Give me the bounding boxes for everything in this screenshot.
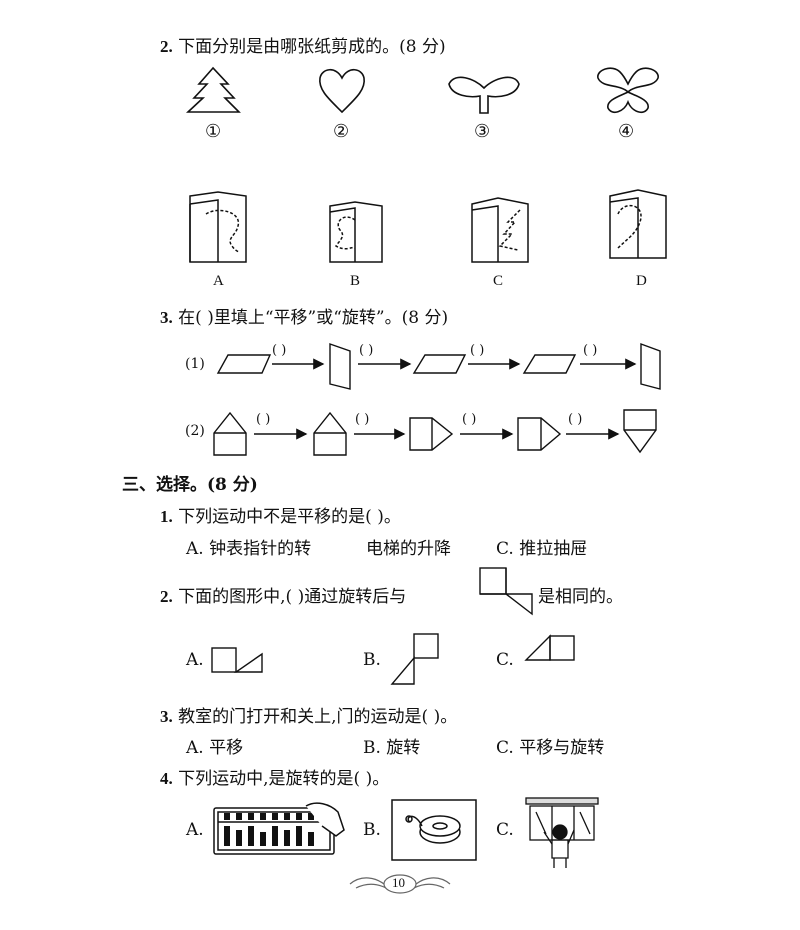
shape-label-2: ② xyxy=(333,121,350,142)
house-1 xyxy=(213,411,247,456)
blank-1-3[interactable]: ( ) xyxy=(470,343,485,358)
q3-number: 3. xyxy=(160,308,173,327)
option-c-figure xyxy=(524,634,575,661)
s3-q2-text-after: 是相同的。 xyxy=(538,587,623,607)
parallelogram-2 xyxy=(329,343,351,390)
s3-q4-text: 下列运动中,是旋转的是( )。 xyxy=(178,769,390,789)
parallelogram-4 xyxy=(522,354,577,374)
s3-q3-title: 3. 教室的门打开和关上,门的运动是( )。 xyxy=(160,702,457,727)
s3-q1-option-b[interactable]: 电梯的升降 xyxy=(366,539,451,559)
blank-1-2[interactable]: ( ) xyxy=(359,343,374,358)
paper-label-b: B xyxy=(350,273,361,289)
tree-shape xyxy=(185,66,241,113)
s3-q3-option-c[interactable]: C. 平移与旋转 xyxy=(496,738,605,758)
sprout-shape xyxy=(448,76,520,114)
paper-d xyxy=(609,189,667,259)
abacus-picture xyxy=(213,802,345,855)
shape-label-4: ④ xyxy=(618,121,635,142)
option-a-figure xyxy=(211,647,263,673)
butterfly-shape xyxy=(597,67,659,114)
q2-cut-shapes xyxy=(185,66,659,114)
reference-figure xyxy=(479,567,533,616)
blank-1-1[interactable]: ( ) xyxy=(272,343,287,358)
paper-b xyxy=(329,201,383,263)
house-5 xyxy=(623,409,657,454)
s3-q3-option-b[interactable]: B. 旋转 xyxy=(363,738,421,758)
s3-q2-option-b[interactable]: B. xyxy=(363,650,381,670)
s3-q2-option-a[interactable]: A. xyxy=(186,650,204,670)
q2-title: 2. 下面分别是由哪张纸剪成的。(8 分) xyxy=(160,32,446,57)
yoyo-picture xyxy=(391,799,477,861)
house-3 xyxy=(409,417,454,451)
s3-q2-title: 2. 下面的图形中,( )通过旋转后与 xyxy=(160,582,406,607)
q3-sequences xyxy=(213,342,661,456)
parallelogram-3 xyxy=(412,354,467,374)
s3-q2-text-before: 下面的图形中,( )通过旋转后与 xyxy=(178,587,407,607)
s3-q4-option-c[interactable]: C. xyxy=(496,820,514,840)
window-child-picture xyxy=(525,797,599,868)
s3-q4-option-a[interactable]: A. xyxy=(186,820,204,840)
blank-2-4[interactable]: ( ) xyxy=(568,412,583,427)
house-2 xyxy=(313,411,347,456)
paper-c xyxy=(471,197,529,263)
option-b-figure xyxy=(390,633,439,685)
s3-q2-figures xyxy=(211,567,575,685)
q2-folded-papers xyxy=(189,189,667,263)
row1-label: (1) xyxy=(185,356,205,372)
s3-q2-option-c[interactable]: C. xyxy=(496,650,514,670)
section3-title: 三、选择。(8 分) xyxy=(122,475,258,495)
paper-label-a: A xyxy=(213,273,224,289)
s3-q2-number: 2. xyxy=(160,587,173,606)
blank-2-3[interactable]: ( ) xyxy=(462,412,477,427)
s3-q1-text: 下列运动中不是平移的是( )。 xyxy=(178,507,401,527)
q3-title: 3. 在( )里填上“平移”或“旋转”。(8 分) xyxy=(160,303,448,328)
s3-q4-option-b[interactable]: B. xyxy=(363,820,381,840)
s3-q3-text: 教室的门打开和关上,门的运动是( )。 xyxy=(178,707,458,727)
page-number: 10 xyxy=(392,875,405,890)
s3-q1-option-a[interactable]: A. 钟表指针的转 xyxy=(186,539,312,559)
s3-q4-pictures xyxy=(213,797,599,868)
shape-label-3: ③ xyxy=(474,121,491,142)
s3-q4-number: 4. xyxy=(160,769,173,788)
blank-2-1[interactable]: ( ) xyxy=(256,412,271,427)
paper-a xyxy=(189,191,247,263)
s3-q4-title: 4. 下列运动中,是旋转的是( )。 xyxy=(160,764,389,789)
parallelogram-5 xyxy=(640,342,661,390)
blank-2-2[interactable]: ( ) xyxy=(355,412,370,427)
s3-q3-number: 3. xyxy=(160,707,173,726)
shape-label-1: ① xyxy=(205,121,222,142)
s3-q3-option-a[interactable]: A. 平移 xyxy=(186,738,244,758)
q3-text: 在( )里填上“平移”或“旋转”。(8 分) xyxy=(178,308,449,328)
s3-q1-option-c[interactable]: C. 推拉抽屉 xyxy=(496,539,588,559)
row2-label: (2) xyxy=(185,423,205,439)
house-4 xyxy=(517,417,562,451)
s3-q1-title: 1. 下列运动中不是平移的是( )。 xyxy=(160,502,401,527)
s3-q1-number: 1. xyxy=(160,507,173,526)
q2-number: 2. xyxy=(160,37,173,56)
paper-label-d: D xyxy=(636,273,647,289)
q2-text: 下面分别是由哪张纸剪成的。(8 分) xyxy=(178,37,446,57)
blank-1-4[interactable]: ( ) xyxy=(583,343,598,358)
paper-label-c: C xyxy=(493,273,504,289)
heart-shape xyxy=(319,68,365,114)
parallelogram-1 xyxy=(216,354,272,374)
